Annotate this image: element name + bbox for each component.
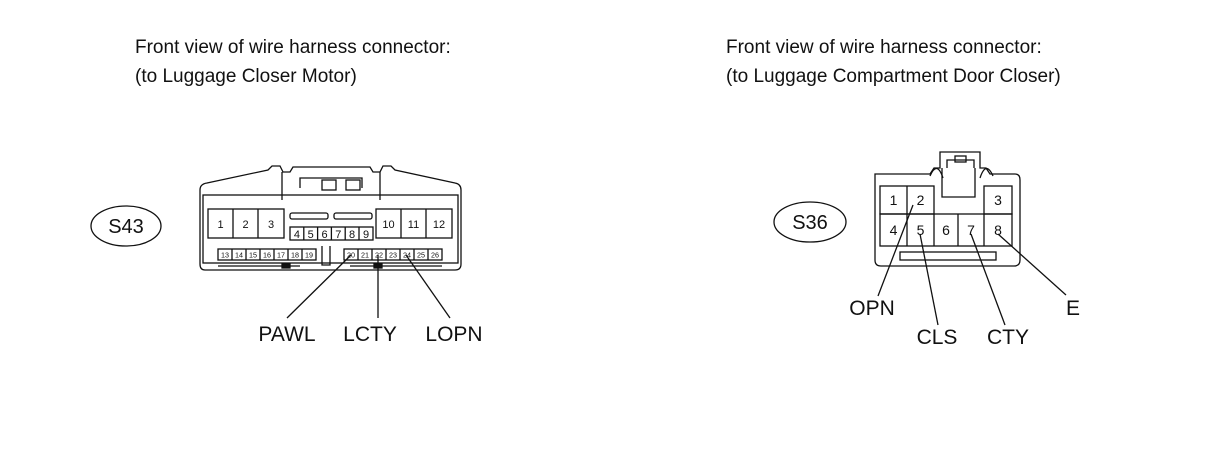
s43-housing xyxy=(199,165,462,271)
s43-callout-lcty: LCTY xyxy=(343,323,397,346)
s36-bottom-rail xyxy=(899,251,997,261)
left-caption: Front view of wire harness connector: (t… xyxy=(135,33,451,91)
s43-pin: 15 xyxy=(249,251,257,260)
s43-callout-lopn: LOPN xyxy=(425,323,482,346)
s36-pin: 7 xyxy=(967,222,975,238)
s36-hook-left xyxy=(929,167,944,179)
left-caption-line2: (to Luggage Closer Motor) xyxy=(135,66,357,87)
s43-pin-block-bl xyxy=(217,248,317,261)
s43-pin-block-br xyxy=(343,248,443,261)
s36-housing xyxy=(874,151,1021,267)
s43-pin: 19 xyxy=(305,251,313,260)
s36-latch xyxy=(946,159,975,168)
s43-pin: 14 xyxy=(235,251,243,260)
s36-pin: 5 xyxy=(917,222,925,238)
right-caption-line1: Front view of wire harness connector: xyxy=(726,37,1042,58)
s36-callout-e: E xyxy=(1066,297,1080,320)
s43-pin: 20 xyxy=(347,251,355,260)
s43-pin: 9 xyxy=(363,229,369,241)
s43-latch-slot1 xyxy=(321,179,337,191)
s43-pin: 25 xyxy=(417,251,425,260)
s36-hook-right xyxy=(979,167,994,179)
connector-s36 xyxy=(773,151,1067,326)
s43-pin: 23 xyxy=(389,251,397,260)
s36-leader-cls xyxy=(919,233,939,326)
connector-s43 xyxy=(90,165,462,319)
s43-labels: S43 1 2 3 10 11 12 4 5 6 7 8 9 13 14 15 … xyxy=(108,216,482,346)
s43-pin: 17 xyxy=(277,251,285,260)
s43-id-oval xyxy=(90,205,162,247)
s43-pin: 16 xyxy=(263,251,271,260)
s43-pin: 24 xyxy=(403,251,411,260)
s43-latch xyxy=(299,177,363,188)
s36-pin: 3 xyxy=(994,192,1002,208)
s36-pin: 4 xyxy=(890,222,898,238)
right-caption: Front view of wire harness connector: (t… xyxy=(726,33,1061,91)
right-caption-line2: (to Luggage Compartment Door Closer) xyxy=(726,66,1061,87)
s43-leader-pawl xyxy=(286,254,352,319)
s43-pin: 22 xyxy=(375,251,383,260)
s43-pin: 11 xyxy=(408,219,419,231)
s43-guide-slot2 xyxy=(333,212,373,220)
s36-key xyxy=(941,168,976,198)
s43-pin: 5 xyxy=(308,229,314,241)
s43-latch-slot2 xyxy=(345,179,361,191)
s43-pin: 1 xyxy=(217,219,223,231)
s43-pin: 10 xyxy=(382,219,394,231)
s36-callout-opn: OPN xyxy=(849,297,895,320)
s43-pin: 4 xyxy=(294,229,300,241)
s43-id-label: S43 xyxy=(108,216,144,238)
s36-labels: S36 1 2 3 4 5 6 7 8 OPN CLS CTY E xyxy=(792,192,1080,349)
s36-leader-e xyxy=(997,233,1067,296)
s43-leader-lopn xyxy=(405,254,451,319)
s43-center-key xyxy=(321,246,331,266)
s43-pin: 3 xyxy=(268,219,274,231)
s36-pins-bottom xyxy=(879,213,1013,247)
s43-pin-block-tl xyxy=(207,208,285,239)
s36-latch-slot xyxy=(954,155,967,163)
s43-pin: 7 xyxy=(335,229,341,241)
s43-pin: 12 xyxy=(433,219,445,231)
s36-pin: 1 xyxy=(890,192,898,208)
s43-pin: 6 xyxy=(321,229,327,241)
s43-pin: 8 xyxy=(349,229,355,241)
s43-pin: 13 xyxy=(221,251,229,260)
s43-callout-pawl: PAWL xyxy=(258,323,315,346)
s36-pin: 6 xyxy=(942,222,950,238)
s36-pin: 2 xyxy=(917,192,925,208)
left-caption-line1: Front view of wire harness connector: xyxy=(135,37,451,58)
s43-pin: 2 xyxy=(242,219,248,231)
s36-callout-cls: CLS xyxy=(917,326,958,349)
s36-leader-opn xyxy=(877,204,914,297)
s43-pin: 26 xyxy=(431,251,439,260)
s43-guide-slot1 xyxy=(289,212,329,220)
s36-pin: 8 xyxy=(994,222,1002,238)
s43-pin-block-tr xyxy=(375,208,453,239)
s43-pin: 21 xyxy=(361,251,369,260)
s36-callout-cty: CTY xyxy=(987,326,1029,349)
s43-pin: 18 xyxy=(291,251,299,260)
s43-mark-left xyxy=(281,263,291,269)
s36-id-label: S36 xyxy=(792,212,828,234)
s36-leader-cty xyxy=(970,233,1006,326)
s36-id-oval xyxy=(773,201,847,243)
